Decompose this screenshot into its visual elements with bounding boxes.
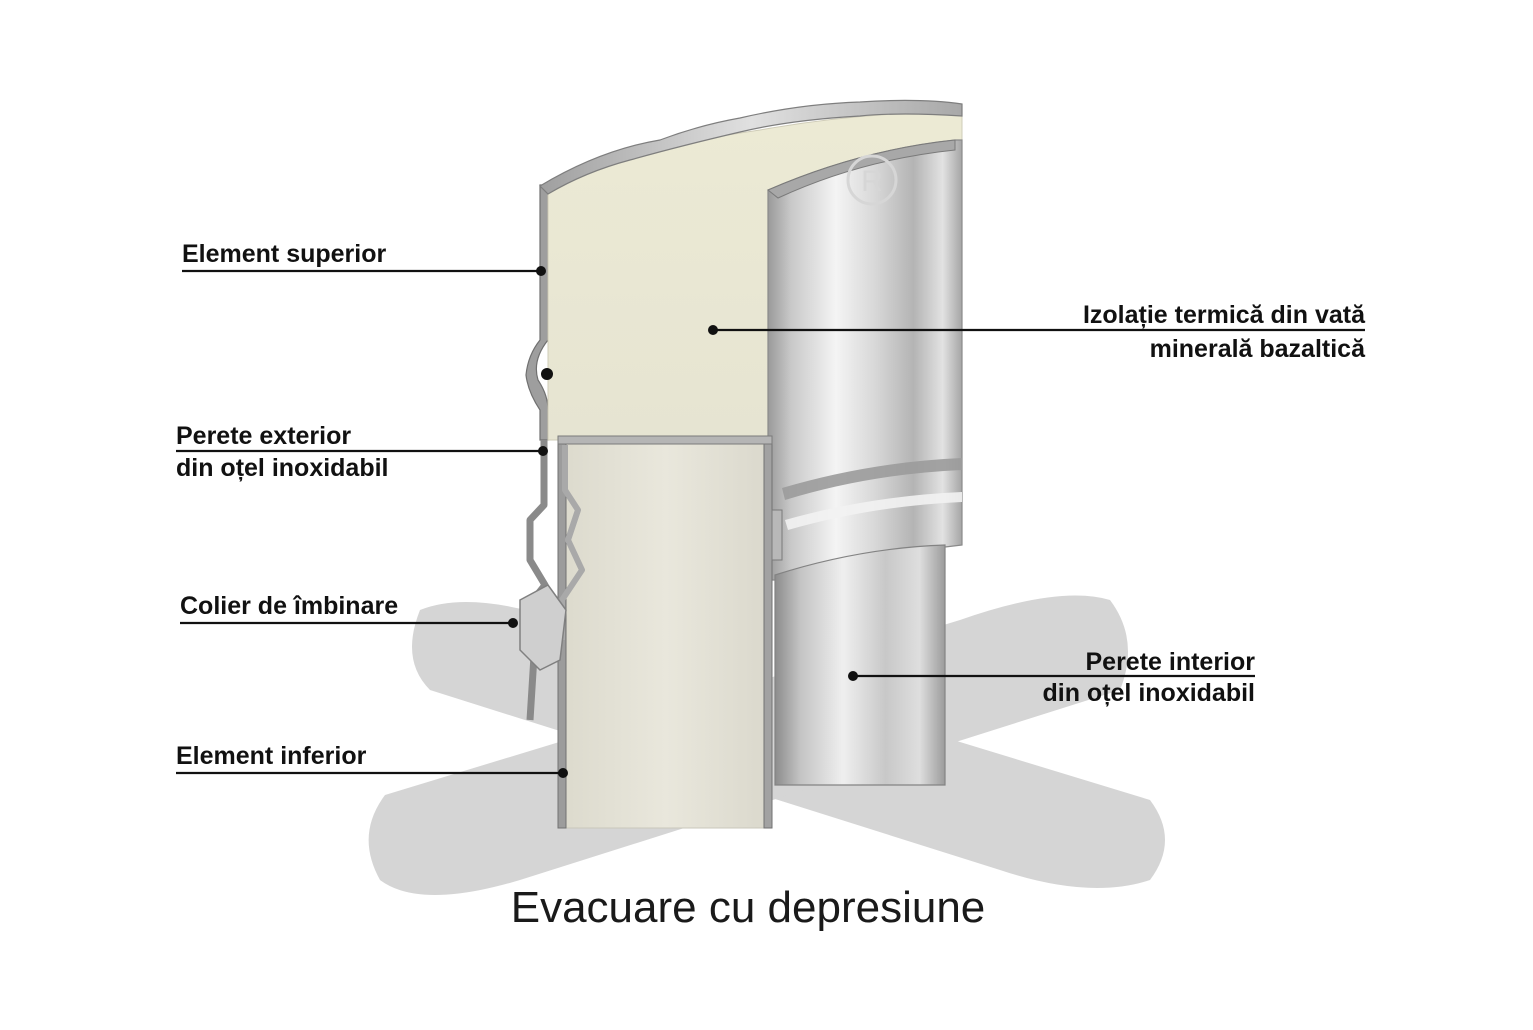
inner-wall-joint (559, 445, 585, 640)
leader-izolatie (708, 325, 1365, 335)
label-perete-exterior-line1: Perete exterior (176, 422, 351, 450)
diagram-caption: Evacuare cu depresiune (511, 883, 986, 932)
leader-perete-exterior (176, 446, 548, 456)
label-colier: Colier de îmbinare (180, 592, 398, 620)
label-element-superior: Element superior (182, 240, 386, 268)
label-izolatie-line2: minerală bazaltică (1150, 335, 1366, 363)
coupling-clamp (519, 509, 783, 671)
lower-insulation (561, 439, 771, 829)
upper-rim (539, 99, 963, 195)
leader-perete-interior (848, 671, 1255, 681)
label-perete-exterior-line2: din oțel inoxidabil (176, 454, 389, 482)
gasket (541, 368, 553, 380)
lower-inner-pipe (774, 544, 946, 786)
svg-text:R: R (861, 165, 883, 198)
label-perete-interior-line2: din oțel inoxidabil (1043, 679, 1256, 707)
upper-element-outer-wall (525, 184, 549, 441)
label-izolatie-line1: Izolație termică din vată (1083, 301, 1366, 329)
upper-inner-pipe (767, 139, 963, 581)
leader-element-inferior (176, 768, 568, 778)
label-element-inferior: Element inferior (176, 742, 367, 770)
registered-logo: R (846, 154, 898, 206)
label-perete-interior-line1: Perete interior (1085, 648, 1255, 676)
leader-colier (180, 618, 518, 628)
lower-element-walls (557, 435, 773, 829)
leader-element-superior (182, 266, 546, 276)
